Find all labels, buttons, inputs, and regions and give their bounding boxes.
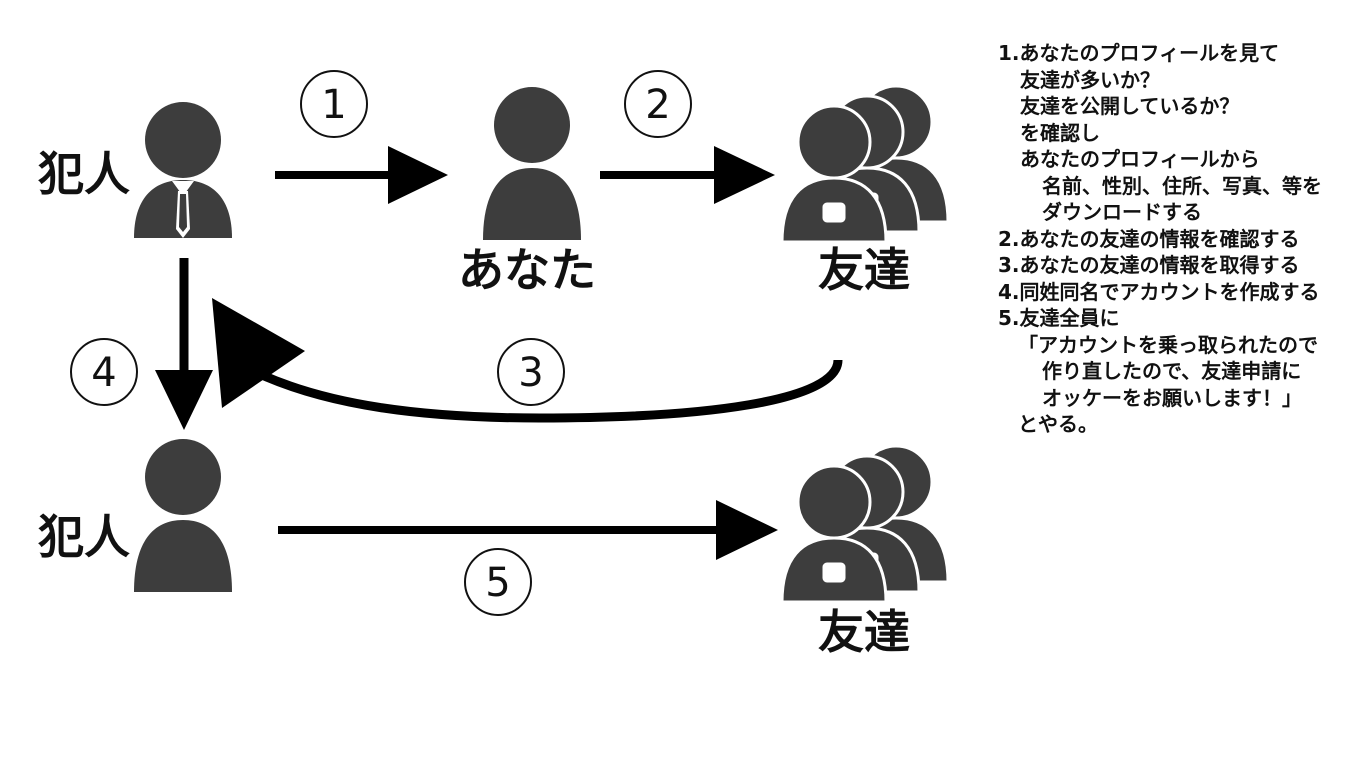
criminal-bottom-icon xyxy=(134,439,232,592)
step-5-line: 作り直したので、友達申請に xyxy=(1042,359,1302,383)
criminal-bottom-label: 犯人 xyxy=(38,510,130,564)
svg-text:5: 5 xyxy=(485,560,510,606)
step-1-line: 友達が多いか？ xyxy=(1020,67,1160,92)
step-marker-4: 4 xyxy=(70,338,138,406)
you-icon xyxy=(483,87,581,240)
friends-bottom-label: 友達 xyxy=(818,605,910,659)
step-5-line: とやる。 xyxy=(1018,412,1098,436)
criminal-top-label: 犯人 xyxy=(38,147,130,201)
arrow-4 xyxy=(155,258,213,430)
svg-text:1: 1 xyxy=(321,82,346,128)
svg-text:2: 2 xyxy=(645,82,670,128)
step-5-line: オッケーをお願いします！」 xyxy=(1042,385,1302,410)
step-1-line: あなたのプロフィールから xyxy=(1020,147,1260,171)
step-marker-1: 1 xyxy=(300,70,368,138)
step-marker-5: 5 xyxy=(464,548,532,616)
step-1-line: 1.あなたのプロフィールを見て xyxy=(998,41,1280,65)
steps-description: 1.あなたのプロフィールを見て 友達が多いか？ 友達を公開しているか？ を確認し… xyxy=(998,40,1358,438)
friends-group-bottom-icon xyxy=(780,444,950,604)
step-1-line: を確認し xyxy=(1020,120,1100,145)
step-1-line: ダウンロードする xyxy=(1042,200,1202,224)
svg-text:3: 3 xyxy=(518,350,543,396)
step-1-line: 名前、性別、住所、写真、等を xyxy=(1042,173,1322,198)
arrow-5 xyxy=(278,500,778,560)
step-1-line: 友達を公開しているか？ xyxy=(1020,94,1240,118)
svg-text:4: 4 xyxy=(91,350,116,396)
step-marker-2: 2 xyxy=(624,70,692,138)
friends-group-top-icon xyxy=(780,84,950,244)
arrow-1 xyxy=(275,146,448,204)
friends-top-label: 友達 xyxy=(818,243,910,297)
arrow-3 xyxy=(212,298,843,423)
step-4-line: 4.同姓同名でアカウントを作成する xyxy=(998,279,1320,304)
step-marker-3: 3 xyxy=(497,338,565,406)
criminal-top-icon xyxy=(134,102,232,238)
arrow-2 xyxy=(600,146,775,204)
step-5-line: 「アカウントを乗っ取られたので xyxy=(1018,332,1318,357)
step-2-line: 2.あなたの友達の情報を確認する xyxy=(998,226,1300,251)
step-3-line: 3.あなたの友達の情報を取得する xyxy=(998,253,1300,277)
you-label: あなた xyxy=(458,243,596,297)
step-5-line: 5.友達全員に xyxy=(998,306,1120,330)
